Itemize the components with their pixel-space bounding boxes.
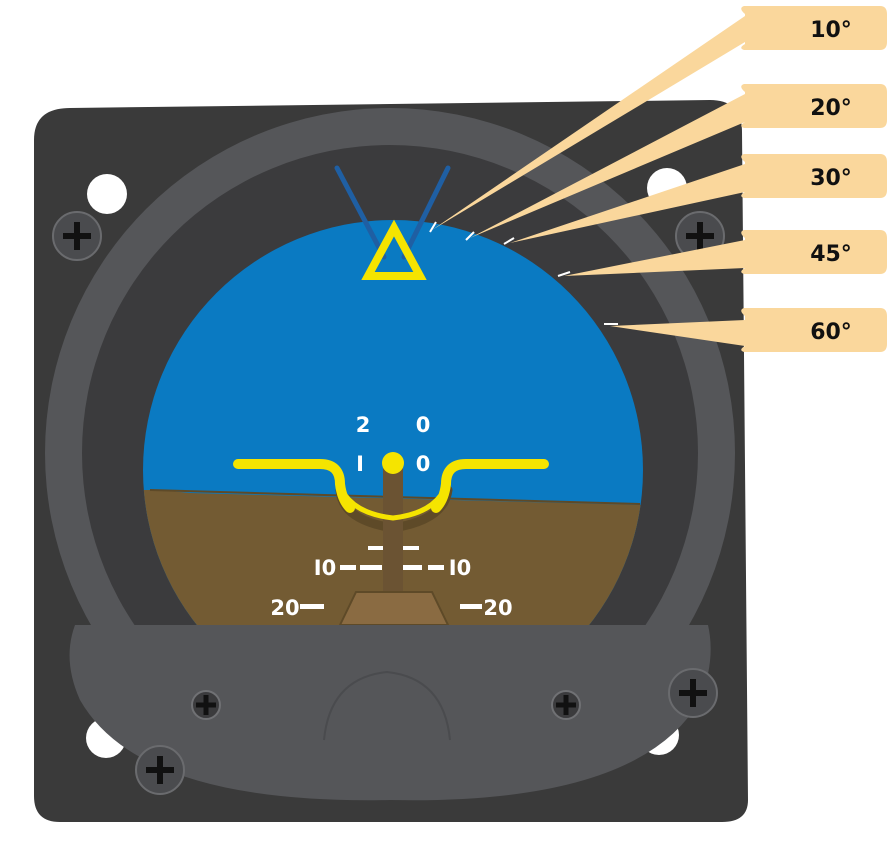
pitch-label-up-2-right: 0 xyxy=(416,413,431,437)
callout-label-20: 20° xyxy=(810,96,852,121)
aircraft-support xyxy=(335,468,453,628)
pitch-ladder xyxy=(300,546,482,609)
mounting-hole-top-left xyxy=(87,174,127,214)
lower-bezel-panel xyxy=(69,625,711,801)
bank-mark-10 xyxy=(429,221,437,233)
pitch-label-up-1-right: 0 xyxy=(416,452,431,476)
callout-label-10: 10° xyxy=(810,18,852,43)
pitch-mark-10-left xyxy=(340,565,356,570)
callouts: 10° 20° 30° 45° 60° xyxy=(432,6,887,352)
pitch-mark-5-right xyxy=(403,546,419,550)
miniature-aircraft-symbol xyxy=(233,452,549,521)
bank-marks xyxy=(429,221,618,325)
bank-mark-30 xyxy=(503,237,515,245)
pitch-labels: 2 0 I 0 I0 I0 20 20 xyxy=(270,413,512,620)
plate-screw-bottom-left xyxy=(135,745,185,795)
pitch-label-down-20-right: 20 xyxy=(483,596,512,620)
pitch-label-down-20-left: 20 xyxy=(270,596,299,620)
bezel-screw-left xyxy=(191,690,221,720)
pitch-mark-10-inner-right xyxy=(400,565,422,570)
callout-60: 60° xyxy=(610,308,887,352)
callout-label-45: 45° xyxy=(810,242,852,267)
bank-index-pointer xyxy=(334,165,451,260)
pitch-mark-5-left xyxy=(368,546,386,550)
pitch-label-down-10-left: I0 xyxy=(314,556,336,580)
pitch-mark-20-left xyxy=(300,604,324,609)
bezel-screw-right xyxy=(551,690,581,720)
adjustment-knob xyxy=(323,670,451,741)
callout-label-60: 60° xyxy=(810,320,852,345)
callout-label-30: 30° xyxy=(810,166,852,191)
plate-screw-top-left xyxy=(52,211,102,261)
sky-pointer-triangle xyxy=(361,219,427,280)
ground-area xyxy=(143,490,643,625)
callout-10: 10° xyxy=(432,6,887,230)
bank-mark-20 xyxy=(465,231,475,241)
plate-screw-bottom-right xyxy=(668,668,718,718)
pitch-label-down-10-right: I0 xyxy=(449,556,471,580)
callout-20: 20° xyxy=(470,84,887,238)
pitch-mark-10-inner-left xyxy=(360,565,382,570)
pitch-mark-20-right xyxy=(460,604,482,609)
callout-30: 30° xyxy=(510,154,887,243)
callout-45: 45° xyxy=(564,230,887,276)
aircraft-center-dot xyxy=(382,452,404,474)
pitch-label-up-2-left: 2 xyxy=(356,413,371,437)
bank-mark-45 xyxy=(557,271,571,277)
pitch-mark-10-right xyxy=(428,565,444,570)
pitch-label-up-1-left: I xyxy=(356,452,364,476)
